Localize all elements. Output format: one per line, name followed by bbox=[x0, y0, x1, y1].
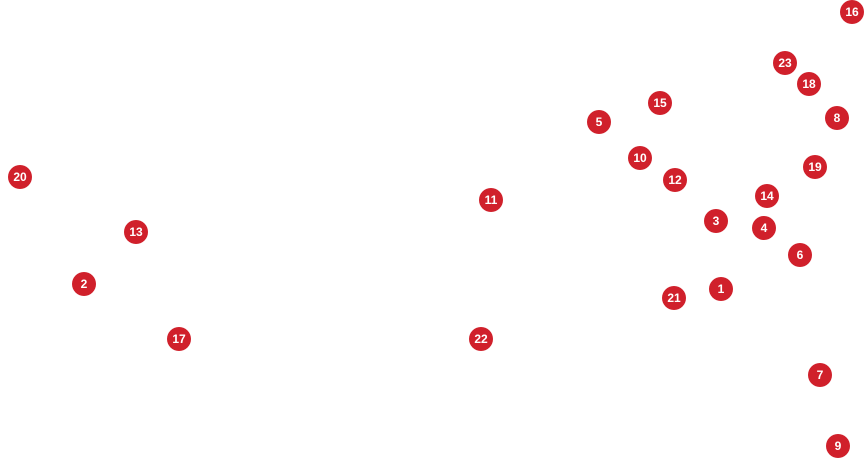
map-marker-14[interactable]: 14 bbox=[755, 184, 779, 208]
map-marker-13[interactable]: 13 bbox=[124, 220, 148, 244]
map-marker-19[interactable]: 19 bbox=[803, 155, 827, 179]
map-marker-17[interactable]: 17 bbox=[167, 327, 191, 351]
map-marker-12[interactable]: 12 bbox=[663, 168, 687, 192]
map-marker-4[interactable]: 4 bbox=[752, 216, 776, 240]
map-marker-21[interactable]: 21 bbox=[662, 286, 686, 310]
map-marker-6[interactable]: 6 bbox=[788, 243, 812, 267]
map-marker-11[interactable]: 11 bbox=[479, 188, 503, 212]
map-marker-8[interactable]: 8 bbox=[825, 106, 849, 130]
map-marker-5[interactable]: 5 bbox=[587, 110, 611, 134]
map-marker-9[interactable]: 9 bbox=[826, 434, 850, 458]
map-marker-10[interactable]: 10 bbox=[628, 146, 652, 170]
map-marker-2[interactable]: 2 bbox=[72, 272, 96, 296]
map-marker-15[interactable]: 15 bbox=[648, 91, 672, 115]
map-marker-18[interactable]: 18 bbox=[797, 72, 821, 96]
map-marker-16[interactable]: 16 bbox=[840, 0, 864, 24]
map-marker-7[interactable]: 7 bbox=[808, 363, 832, 387]
map-marker-3[interactable]: 3 bbox=[704, 209, 728, 233]
map-marker-22[interactable]: 22 bbox=[469, 327, 493, 351]
map-marker-1[interactable]: 1 bbox=[709, 277, 733, 301]
map-marker-20[interactable]: 20 bbox=[8, 165, 32, 189]
map-marker-23[interactable]: 23 bbox=[773, 51, 797, 75]
